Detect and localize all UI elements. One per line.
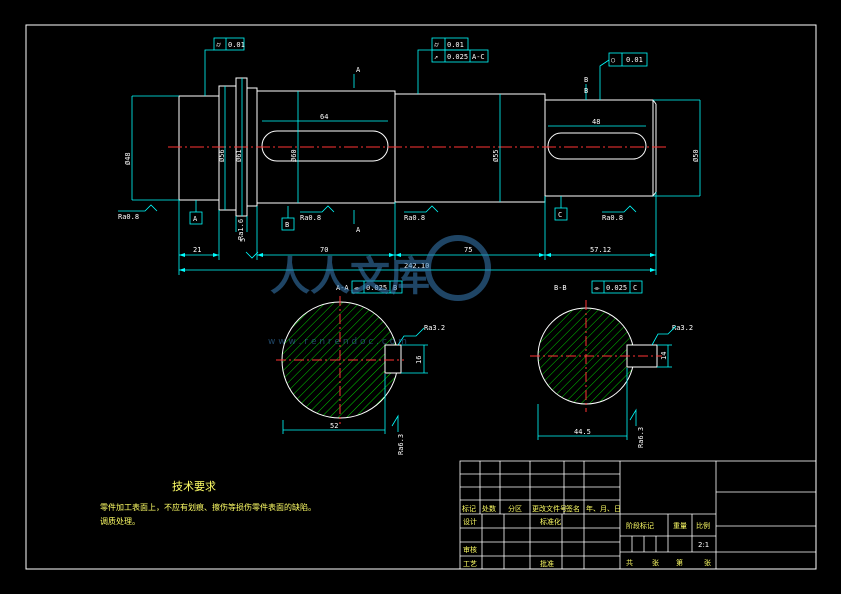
section-view-right: 44.5 14 bbox=[530, 300, 677, 440]
gdt-datum-top-mid-2: A-C bbox=[472, 53, 485, 61]
tb-mark: 标记 bbox=[462, 504, 476, 513]
roughness-5: Ra1.6 bbox=[237, 219, 245, 240]
sec-left-width: 52 bbox=[330, 422, 338, 430]
section-view-left: 52 16 bbox=[276, 296, 428, 434]
dim-total: 242.10 bbox=[404, 262, 429, 270]
datum-a: A bbox=[193, 215, 198, 223]
tb-date: 年、月、日 bbox=[586, 504, 621, 513]
roughness-9: Ra6.3 bbox=[637, 427, 645, 448]
watermark: 人人文库 w w w . r e n r e n d o c . c o m bbox=[268, 235, 491, 347]
dimension-lines bbox=[118, 49, 701, 275]
gdt-sym-top-mid-1: ⌭ bbox=[434, 41, 439, 49]
tb-review: 审核 bbox=[463, 545, 477, 554]
datum-b: B bbox=[285, 221, 289, 229]
notes-line-1: 零件加工表面上，不应有划痕、擦伤等损伤零件表面的缺陷。 bbox=[100, 503, 316, 512]
gdt-val-sec-left: 0.025 bbox=[366, 284, 387, 292]
tb-sheet-4: 张 bbox=[704, 558, 711, 567]
gdt-sym-top-left: ⌭ bbox=[216, 41, 221, 49]
roughness-1: Ra0.8 bbox=[118, 213, 139, 221]
roughness-7: Ra3.2 bbox=[672, 324, 693, 332]
dim-shoulder: 5 bbox=[239, 238, 247, 242]
notes-title: 技术要求 bbox=[172, 480, 216, 493]
tb-design: 设计 bbox=[463, 517, 477, 526]
sec-left-key: 16 bbox=[415, 356, 423, 364]
dim-d-right: Ø55 bbox=[492, 149, 500, 162]
cut-mark-b1: B bbox=[584, 76, 588, 84]
tb-approve: 批准 bbox=[540, 559, 554, 568]
title-block bbox=[459, 460, 817, 570]
roughness-3: Ra0.8 bbox=[404, 214, 425, 222]
tb-sheet-2: 张 bbox=[652, 558, 659, 567]
sec-right-key: 14 bbox=[660, 352, 668, 360]
roughness-4: Ra0.8 bbox=[602, 214, 623, 222]
tb-process: 工艺 bbox=[463, 560, 477, 568]
cut-mark-a1: A bbox=[356, 66, 361, 74]
tb-sheet-1: 共 bbox=[626, 558, 633, 567]
dim-d-rightend: Ø50 bbox=[692, 149, 700, 162]
dim-key1: 64 bbox=[320, 113, 328, 121]
sec-right-width: 44.5 bbox=[574, 428, 591, 436]
watermark-url: w w w . r e n r e n d o c . c o m bbox=[268, 337, 407, 347]
dimension-text: 21 70 75 57.12 242.10 64 48 Ø48 Ø56 Ø61 … bbox=[124, 113, 700, 270]
gdt-val-sec-right: 0.025 bbox=[606, 284, 627, 292]
gdt-datum-sec-left: B bbox=[393, 284, 397, 292]
gdt-frames bbox=[213, 37, 648, 294]
gdt-sym-top-right: ○ bbox=[611, 56, 615, 64]
dim-d-left: Ø48 bbox=[124, 152, 132, 165]
datum-labels: A B C A A B B A-A B-B bbox=[193, 66, 588, 292]
dim-75: 75 bbox=[464, 246, 472, 254]
tb-count: 处数 bbox=[482, 504, 496, 513]
tb-zone: 分区 bbox=[508, 504, 522, 513]
tb-scale-label: 比例 bbox=[696, 521, 710, 530]
gdt-val-top-mid-2: 0.025 bbox=[447, 53, 468, 61]
dim-key2: 48 bbox=[592, 118, 600, 126]
gdt-datum-sec-right: C bbox=[633, 284, 637, 292]
gdt-sym-sec-right: ⌯ bbox=[594, 284, 600, 292]
dim-70: 70 bbox=[320, 246, 328, 254]
roughness-text: Ra0.8 Ra0.8 Ra0.8 Ra0.8 Ra1.6 Ra3.2 Ra3.… bbox=[118, 213, 693, 455]
tb-sign: 签名 bbox=[566, 504, 580, 513]
gdt-sym-top-mid-2: ↗ bbox=[434, 53, 438, 61]
title-block-text: 标记 处数 分区 更改文件号 签名 年、月、日 设计 标准化 审核 工艺 批准 … bbox=[462, 504, 711, 568]
watermark-text: 人人文库 bbox=[270, 254, 430, 300]
gdt-val-top-right: 0.01 bbox=[626, 56, 643, 64]
dim-arrows bbox=[179, 253, 656, 272]
roughness-8: Ra6.3 bbox=[397, 434, 405, 455]
dim-d-mid2: Ø61 bbox=[235, 149, 243, 162]
cut-mark-a2: A bbox=[356, 226, 361, 234]
roughness-2: Ra0.8 bbox=[300, 214, 321, 222]
gdt-sym-sec-left: ⌯ bbox=[354, 284, 360, 292]
tb-scale: 2:1 bbox=[698, 541, 709, 549]
dim-d-body: Ø60 bbox=[290, 149, 298, 162]
gdt-val-top-left: 0.01 bbox=[228, 41, 245, 49]
gdt-val-top-mid-1: 0.01 bbox=[447, 41, 464, 49]
dim-57: 57.12 bbox=[590, 246, 611, 254]
tb-change-doc: 更改文件号 bbox=[532, 504, 567, 513]
tb-weight: 重量 bbox=[673, 522, 687, 530]
tb-sheet-3: 第 bbox=[676, 558, 683, 567]
roughness-6: Ra3.2 bbox=[424, 324, 445, 332]
datum-c: C bbox=[558, 211, 562, 219]
section-label-right: B-B bbox=[554, 284, 567, 292]
dim-d-mid1: Ø56 bbox=[218, 149, 226, 162]
dim-21: 21 bbox=[193, 246, 201, 254]
tb-standard: 标准化 bbox=[540, 517, 561, 526]
notes-line-2: 调质处理。 bbox=[100, 517, 140, 526]
section-label-left: A-A bbox=[336, 284, 349, 292]
tb-stage: 阶段标记 bbox=[626, 521, 654, 530]
drawing-border bbox=[25, 24, 817, 570]
gdt-text: ⌭ 0.01 ⌭ 0.01 ↗ 0.025 A-C ○ 0.01 ⌯ 0.025… bbox=[216, 41, 643, 292]
cut-mark-b2: B bbox=[584, 87, 588, 95]
